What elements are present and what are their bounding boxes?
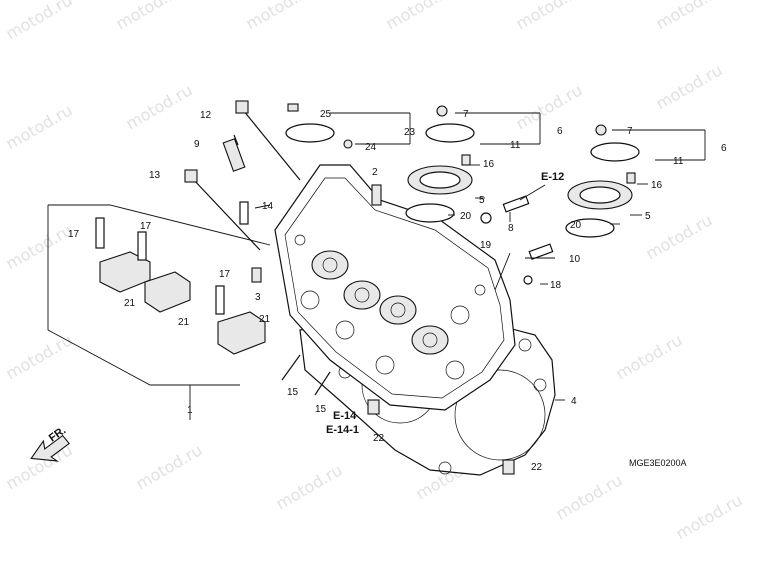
- watermark-text: motod.ru: [613, 330, 686, 383]
- callout-19: 19: [480, 240, 492, 251]
- callout-24: 24: [365, 142, 377, 153]
- diagram-code-label: MGE3E0200A: [629, 458, 687, 468]
- callout-25: 25: [320, 109, 332, 120]
- callout-10: 10: [569, 254, 581, 265]
- callout-7: 7: [627, 126, 633, 137]
- callout-11: 11: [673, 156, 684, 167]
- callout-21: 21: [124, 298, 136, 309]
- leader-lines: [254, 112, 706, 401]
- callout-5: 5: [645, 211, 651, 222]
- watermark-text: motod.ru: [3, 0, 76, 43]
- watermark-text: motod.ru: [3, 330, 76, 383]
- callout-16: 16: [483, 159, 495, 170]
- callout-18: 18: [550, 280, 562, 291]
- watermark-text: motod.ru: [3, 100, 76, 153]
- callout-14: 14: [262, 201, 274, 212]
- callout-15: 15: [315, 404, 327, 415]
- leader-line-1: [47, 205, 240, 386]
- cylinder-head: [274, 164, 516, 411]
- callout-21: 21: [178, 317, 190, 328]
- small-parts: [251, 103, 636, 475]
- callout-16: 16: [651, 180, 663, 191]
- callout-11: 11: [510, 140, 521, 151]
- ref-label-e12: E-12: [541, 171, 564, 183]
- spark-plug: [222, 134, 246, 172]
- callout-5: 5: [479, 195, 485, 206]
- watermark-text: motod.ru: [653, 0, 726, 33]
- callout-22: 22: [531, 462, 543, 473]
- callout-6: 6: [557, 126, 563, 137]
- callout-6: 6: [721, 143, 727, 154]
- callout-21: 21: [259, 314, 271, 325]
- watermark-text: motod.ru: [383, 0, 456, 33]
- hose-clamps: [285, 123, 640, 162]
- insulators: [407, 165, 633, 210]
- callout-15: 15: [287, 387, 299, 398]
- callout-17: 17: [68, 229, 80, 240]
- callout-23: 23: [404, 127, 416, 138]
- callout-numbers: 1 2 3 4 5 5 6 6 7 7 8 9 10 11 11 12 13 1…: [68, 109, 727, 473]
- watermark-text: motod.ru: [123, 80, 196, 133]
- watermark-text: motod.ru: [3, 220, 76, 273]
- callout-13: 13: [149, 170, 161, 181]
- long-studs: [184, 100, 301, 251]
- watermark-text: motod.ru: [113, 0, 186, 33]
- watermark-text: motod.ru: [133, 440, 206, 493]
- camshaft-holder-parts: [95, 201, 266, 355]
- o-rings: [405, 203, 615, 238]
- callout-8: 8: [508, 223, 514, 234]
- watermark-text: motod.ru: [653, 60, 726, 113]
- watermark-text: motod.ru: [643, 210, 716, 263]
- watermark-text: motod.ru: [273, 460, 346, 513]
- callout-22: 22: [373, 433, 385, 444]
- watermark-text: motod.ru: [513, 80, 586, 133]
- callout-20: 20: [460, 211, 472, 222]
- callout-1: 1: [187, 405, 193, 416]
- watermark-text: motod.ru: [243, 0, 316, 33]
- callout-12: 12: [200, 110, 212, 121]
- callout-7: 7: [463, 109, 469, 120]
- ref-label-e14-1: E-14-1: [326, 424, 359, 436]
- callout-17: 17: [140, 221, 152, 232]
- callout-17: 17: [219, 269, 231, 280]
- callout-20: 20: [570, 220, 582, 231]
- leader-line-1: [48, 204, 271, 246]
- callout-9: 9: [194, 139, 200, 150]
- ref-label-e14: E-14: [333, 410, 357, 422]
- callout-2: 2: [372, 167, 378, 178]
- callout-3: 3: [255, 292, 261, 303]
- watermark-text: motod.ru: [553, 470, 626, 523]
- callout-4: 4: [571, 396, 577, 407]
- watermark-text: motod.ru: [513, 0, 586, 33]
- watermark-text: motod.ru: [673, 490, 746, 543]
